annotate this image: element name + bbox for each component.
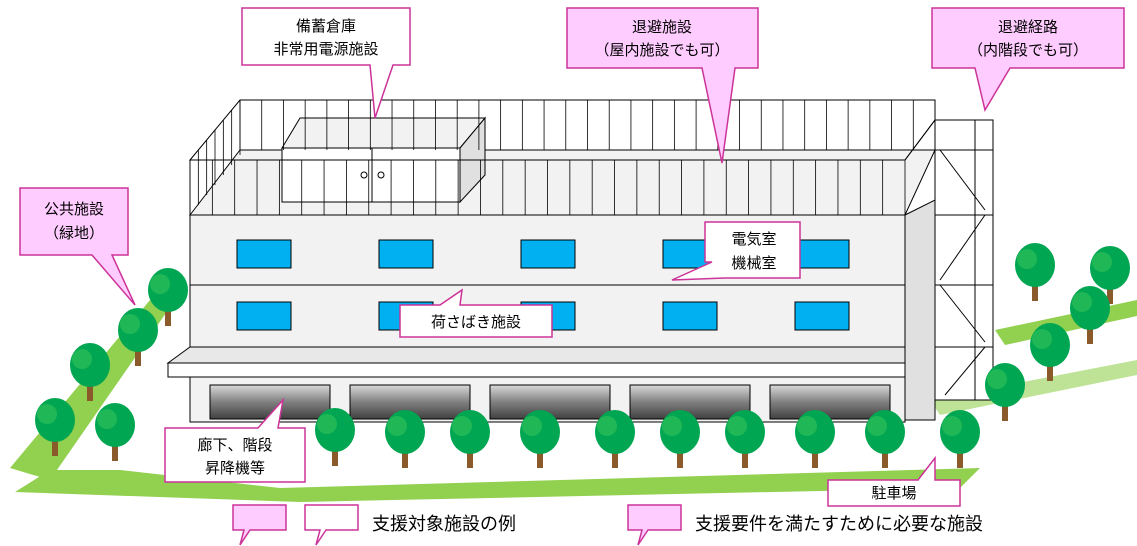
callout-denki-line1: 電気室 xyxy=(731,230,776,248)
grass-right-low xyxy=(930,360,1137,415)
callout-chusha: 駐車場 xyxy=(827,455,961,507)
legend-pink-swatch-1 xyxy=(232,504,287,546)
exterior-stairs xyxy=(934,119,994,401)
tree xyxy=(520,410,560,468)
tree xyxy=(1090,246,1130,304)
callout-hinan-keiro-line1: 退避経路 xyxy=(998,18,1058,36)
grass-front xyxy=(15,468,980,502)
window xyxy=(236,301,292,331)
tree xyxy=(315,408,355,466)
callout-kokyo-line1: 公共施設 xyxy=(44,200,104,218)
callout-roka-line2: 昇降機等 xyxy=(205,459,265,477)
callout-hinan-keiro: 退避経路 （内階段でも可） xyxy=(931,7,1125,112)
canopy-front xyxy=(167,362,906,378)
callout-roka: 廊下、階段 昇降機等 xyxy=(164,397,306,483)
tree xyxy=(725,410,765,468)
trees xyxy=(35,243,1130,468)
window xyxy=(794,301,850,331)
canopy xyxy=(166,346,906,364)
tree xyxy=(1070,286,1110,344)
tree xyxy=(865,410,905,468)
callout-hinan-shisetsu-line1: 退避施設 xyxy=(632,18,692,36)
callout-bichiku-line2: 非常用電源施設 xyxy=(273,40,378,58)
tree xyxy=(450,410,490,468)
callout-kokyo-line2: （緑地） xyxy=(44,224,104,242)
window xyxy=(236,239,292,269)
tree xyxy=(385,410,425,468)
tree xyxy=(985,363,1025,421)
tree xyxy=(95,403,135,461)
callout-denki: 電気室 機械室 xyxy=(671,221,801,281)
callout-chusha-line1: 駐車場 xyxy=(871,484,916,502)
tree xyxy=(1015,243,1055,301)
tree xyxy=(35,398,75,456)
callout-niyaki-line1: 荷さばき施設 xyxy=(431,313,521,331)
tree xyxy=(660,410,700,468)
dock-door xyxy=(629,384,751,420)
dock-door xyxy=(209,384,331,420)
callout-hinan-shisetsu-line2: （屋内施設でも可） xyxy=(594,41,729,59)
tree xyxy=(795,410,835,468)
callout-niyaki: 荷さばき施設 xyxy=(399,288,553,338)
legend-white-label: 支援対象施設の例 xyxy=(372,514,516,535)
callout-hinan-shisetsu: 退避施設 （屋内施設でも可） xyxy=(566,7,759,164)
window xyxy=(378,239,434,269)
callout-hinan-keiro-line2: （内階段でも可） xyxy=(968,41,1088,59)
window xyxy=(520,239,576,269)
callout-kokyo: 公共施設 （緑地） xyxy=(19,187,136,306)
legend-pink-swatch-2 xyxy=(627,504,682,546)
callout-denki-line2: 機械室 xyxy=(731,254,776,272)
building xyxy=(166,99,994,423)
callout-bichiku: 備蓄倉庫 非常用電源施設 xyxy=(241,7,411,119)
window xyxy=(794,239,850,269)
building-side xyxy=(904,199,936,421)
callout-roka-line1: 廊下、階段 xyxy=(197,436,272,454)
legend: 支援対象施設の例 支援要件を満たすために必要な施設 xyxy=(232,504,983,546)
legend-white-swatch xyxy=(304,504,359,546)
dock-door xyxy=(769,384,891,420)
tree xyxy=(148,268,188,326)
tree xyxy=(940,410,980,468)
tree xyxy=(595,410,635,468)
legend-pink-label: 支援要件を満たすために必要な施設 xyxy=(695,514,983,535)
tree xyxy=(1030,323,1070,381)
roof-railing xyxy=(188,99,936,215)
window xyxy=(662,301,718,331)
tree xyxy=(70,343,110,401)
tree xyxy=(118,308,158,366)
callout-bichiku-line1: 備蓄倉庫 xyxy=(296,17,356,35)
